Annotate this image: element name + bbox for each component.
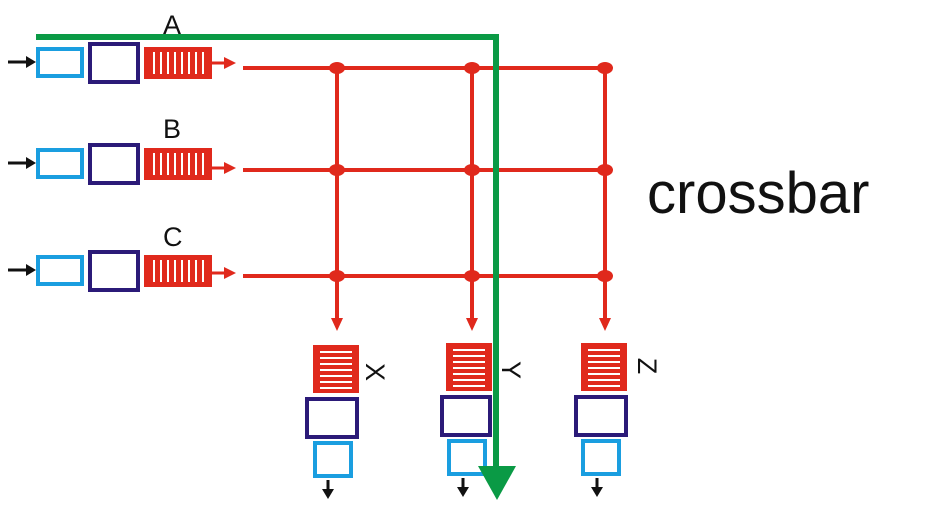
- input-register-c: [36, 255, 84, 286]
- output-register-y: [447, 439, 487, 476]
- diagram-title: crossbar: [647, 161, 869, 226]
- output-register-z: [581, 439, 621, 476]
- output-queue-x: [313, 345, 359, 393]
- output-queue-z: [581, 343, 627, 391]
- output-queue-y: [446, 343, 492, 391]
- crosspoint-node: [597, 62, 613, 74]
- crosspoint-node: [464, 164, 480, 176]
- crosspoint-nodes: [329, 62, 613, 282]
- input-arrowhead-b: [26, 157, 36, 169]
- input-label-b: B: [163, 114, 181, 144]
- output-column-z: Z: [574, 343, 662, 497]
- processing-block-a: [88, 42, 140, 84]
- highlighted-path-arrowhead: [478, 466, 516, 500]
- output-label-x: X: [360, 363, 390, 381]
- column-arrowhead-x: [331, 318, 343, 331]
- input-label-a: A: [163, 10, 181, 40]
- output-arrowhead-x: [322, 489, 334, 499]
- crosspoint-node: [329, 270, 345, 282]
- queue-arrowhead-a: [224, 57, 236, 69]
- output-register-x: [313, 441, 353, 478]
- input-register-a: [36, 47, 84, 78]
- input-row-a: A: [8, 10, 236, 84]
- crosspoint-node: [597, 270, 613, 282]
- input-row-b: B: [8, 114, 236, 185]
- input-register-b: [36, 148, 84, 179]
- output-processing-block-z: [574, 395, 628, 437]
- processing-block-c: [88, 250, 140, 292]
- column-arrowhead-y: [466, 318, 478, 331]
- queue-arrowhead-b: [224, 162, 236, 174]
- output-processing-block-x: [305, 397, 359, 439]
- highlighted-path: [36, 34, 516, 500]
- highlighted-path-line: [36, 34, 499, 470]
- queue-buffer-b: [144, 148, 212, 180]
- crosspoint-node: [329, 62, 345, 74]
- crosspoint-node: [329, 164, 345, 176]
- queue-buffer-c: [144, 255, 212, 287]
- input-label-c: C: [163, 222, 183, 252]
- column-arrowhead-z: [599, 318, 611, 331]
- crosspoint-node: [597, 164, 613, 176]
- queue-arrowhead-c: [224, 267, 236, 279]
- column-arrowheads: [331, 318, 611, 331]
- input-arrowhead-c: [26, 264, 36, 276]
- output-column-y: Y: [440, 343, 526, 497]
- output-processing-block-y: [440, 395, 492, 437]
- processing-block-b: [88, 143, 140, 185]
- crosspoint-node: [464, 270, 480, 282]
- output-arrowhead-z: [591, 487, 603, 497]
- output-column-x: X: [305, 345, 390, 499]
- queue-buffer-a: [144, 47, 212, 79]
- output-arrowhead-y: [457, 487, 469, 497]
- crosspoint-node: [464, 62, 480, 74]
- crossbar-grid: [243, 66, 607, 320]
- input-row-c: C: [8, 222, 236, 292]
- input-arrowhead-a: [26, 56, 36, 68]
- output-label-z: Z: [632, 358, 662, 375]
- output-label-y: Y: [496, 361, 526, 379]
